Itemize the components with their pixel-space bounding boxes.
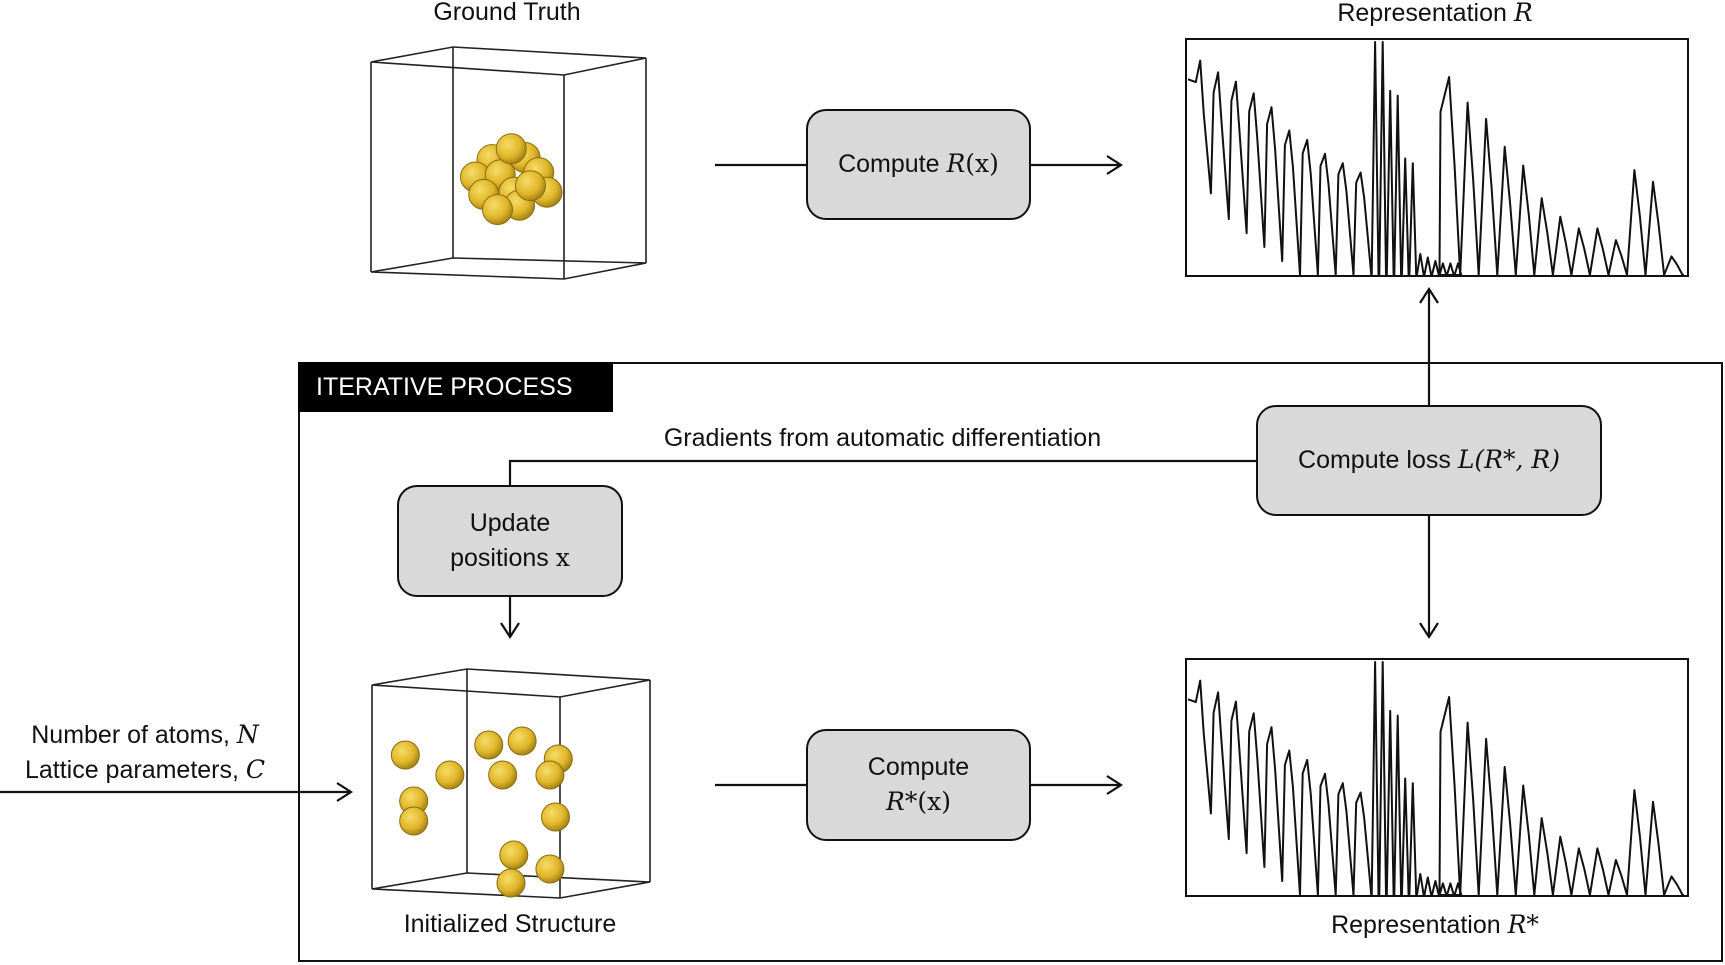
input-lattice-text: Lattice parameters, (24, 755, 246, 784)
compute-rstar-arg: (x) (917, 786, 951, 816)
representation-rstar-frame (1185, 658, 1689, 897)
update-positions-box: Update positions x (397, 485, 623, 597)
compute-rstar-line1: Compute (867, 752, 970, 781)
iterative-process-frame (298, 362, 1723, 962)
atom (515, 170, 546, 202)
atom (390, 740, 420, 770)
compute-loss-symbol: L(R*, R) (1457, 445, 1560, 475)
arrow-update-to-init (500, 597, 520, 640)
arrow-compute-to-rstar (1031, 775, 1124, 795)
input-atoms: Number of atoms, N (0, 718, 290, 753)
representation-r-frame (1185, 38, 1689, 277)
arrow-loss-to-r (1419, 286, 1439, 405)
compute-r-box: Compute R(x) (806, 109, 1031, 220)
representation-rstar-prefix: Representation (1331, 911, 1508, 939)
atom (488, 760, 518, 790)
representation-rstar-chart (1187, 661, 1684, 896)
initialized-structure-label: Initialized Structure (403, 910, 617, 938)
compute-r-arg: (x) (965, 149, 999, 179)
atom (496, 868, 526, 898)
update-positions-var: x (555, 542, 570, 572)
input-atoms-symbol: N (236, 720, 259, 749)
iterative-process-tag: ITERATIVE PROCESS (298, 362, 613, 412)
update-line2: positions x (450, 541, 570, 576)
compute-loss-prefix: Compute loss (1298, 446, 1458, 475)
input-atoms-text: Number of atoms, (31, 721, 237, 749)
arrow-compute-to-representation (1031, 155, 1124, 175)
ground-truth-title: Ground Truth (433, 0, 581, 26)
compute-rstar-line2: R*(x) (886, 785, 951, 820)
spectrum-line (1187, 41, 1684, 276)
gradients-connector (508, 459, 1256, 485)
update-line1: Update (469, 508, 551, 537)
ground-truth-cell (370, 46, 647, 280)
inputs-label: Number of atoms, N Lattice parameters, C (0, 718, 290, 788)
spectrum-line (1187, 661, 1684, 896)
compute-r-symbol: R (946, 149, 966, 179)
atom (507, 726, 537, 756)
atom (535, 854, 565, 884)
atom (399, 806, 429, 836)
representation-rstar-title: Representation R* (1285, 910, 1585, 940)
representation-r-title-prefix: Representation (1337, 0, 1514, 27)
compute-rstar-box: Compute R*(x) (806, 729, 1031, 841)
input-lattice: Lattice parameters, C (0, 753, 290, 788)
compute-r-label: Compute R(x) (838, 147, 999, 182)
representation-r-chart (1187, 41, 1684, 276)
initialized-cell (371, 668, 651, 899)
atom (482, 194, 513, 226)
compute-r-prefix: Compute (838, 150, 947, 179)
update-positions-text: positions (450, 543, 556, 572)
arrow-input (0, 782, 354, 802)
gradients-label: Gradients from automatic differentiation (663, 424, 1102, 452)
ground-truth-atoms (460, 133, 563, 226)
input-lattice-symbol: C (245, 754, 266, 784)
initialized-atoms (390, 726, 573, 898)
compute-loss-box: Compute loss L(R*, R) (1256, 405, 1602, 516)
representation-r-title: Representation R (1285, 0, 1585, 28)
atom (535, 760, 565, 790)
compute-rstar-symbol: R* (886, 786, 918, 816)
compute-loss-label: Compute loss L(R*, R) (1298, 443, 1560, 478)
representation-r-symbol: R (1513, 0, 1533, 27)
atom (495, 133, 527, 165)
atom (474, 730, 504, 760)
representation-rstar-symbol: R* (1507, 910, 1539, 939)
atom (540, 802, 570, 832)
arrow-loss-to-rstar (1419, 516, 1439, 640)
atom (435, 760, 465, 790)
